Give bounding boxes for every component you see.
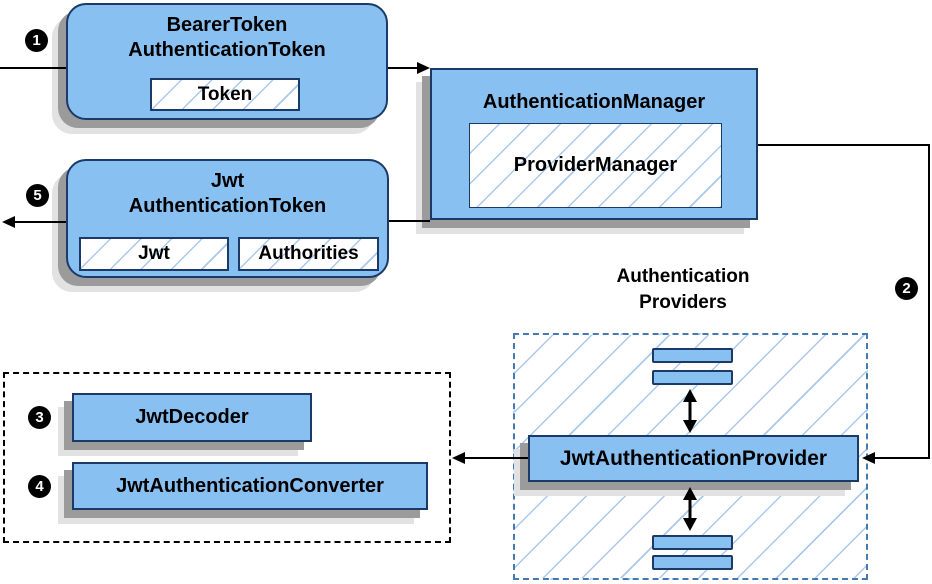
step-3-badge: 3 [28,406,51,429]
node-jwt-authentication-provider: JwtAuthenticationProvider [528,435,859,482]
authentication-providers-label: Authentication Providers [616,266,750,313]
provider-placeholder-bar [652,535,733,550]
field-token: Token [150,78,300,111]
field-jwt: Jwt [79,237,229,271]
step-1-badge: 1 [25,29,48,52]
node-title-jwt-authentication-token: Jwt AuthenticationToken [128,170,327,217]
node-bearer-token-authentication-token: BearerToken AuthenticationToken Token [66,3,388,120]
node-authentication-manager: AuthenticationManager ProviderManager [430,68,758,220]
node-jwt-authentication-converter: JwtAuthenticationConverter [72,462,428,510]
provider-placeholder-bar [652,348,733,363]
arrowhead-provider-to-components [452,452,465,464]
field-authorities: Authorities [238,237,379,271]
node-jwt-decoder: JwtDecoder [72,393,312,442]
arrowhead-bearer-to-manager [417,62,430,74]
arrowhead-jwt-token-out [2,216,15,228]
provider-placeholder-bar [652,370,733,385]
field-provider-manager: ProviderManager [469,123,722,208]
node-jwt-authentication-token: Jwt AuthenticationToken Jwt Authorities [66,159,389,278]
node-title-authentication-manager: AuthenticationManager [482,91,706,113]
step-2-badge: 2 [895,277,918,300]
step-4-badge: 4 [28,475,51,498]
step-5-badge: 5 [26,184,49,207]
provider-placeholder-bar [652,555,733,570]
node-title-bearer-token: BearerToken AuthenticationToken [128,14,326,61]
